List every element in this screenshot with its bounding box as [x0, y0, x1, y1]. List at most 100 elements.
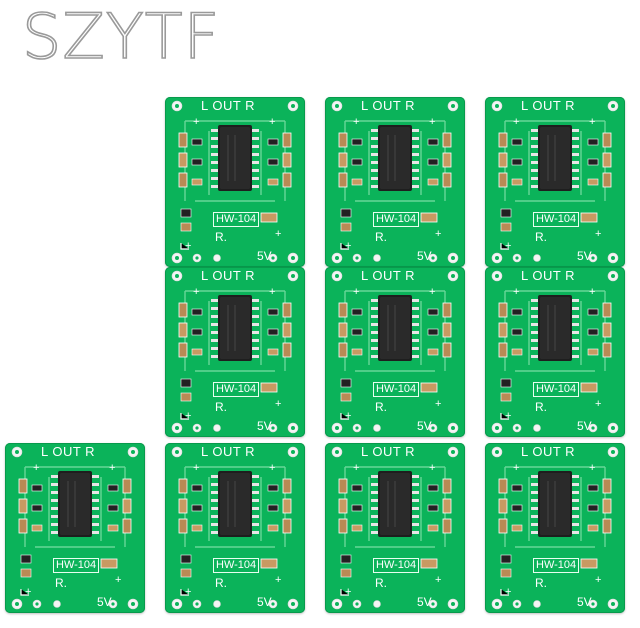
model-label: HW-104 [373, 212, 420, 227]
svg-text:+: + [595, 574, 601, 586]
brand-watermark: SZYTF [21, 0, 221, 73]
svg-text:+: + [193, 286, 199, 298]
board-circuitry: + + + + [171, 446, 299, 610]
output-label: L OUT R [201, 98, 256, 113]
svg-text:+: + [589, 286, 595, 298]
voltage-label: 5V [577, 419, 592, 433]
board-circuitry: + + + + [491, 100, 619, 264]
svg-text:+: + [275, 228, 281, 240]
svg-text:+: + [513, 286, 519, 298]
svg-text:+: + [595, 228, 601, 240]
right-channel-label: R. [375, 230, 387, 244]
amplifier-board-7: + + + + [5, 443, 145, 613]
voltage-label: 5V [97, 595, 112, 609]
svg-text:+: + [435, 398, 441, 410]
board-circuitry: + + + + [171, 270, 299, 434]
output-label: L OUT R [521, 98, 576, 113]
right-channel-label: R. [215, 400, 227, 414]
voltage-label: 5V [417, 595, 432, 609]
output-label: L OUT R [521, 268, 576, 283]
model-label: HW-104 [213, 558, 260, 573]
voltage-label: 5V [257, 419, 272, 433]
model-label: HW-104 [213, 382, 260, 397]
output-label: L OUT R [361, 444, 416, 459]
svg-text:+: + [589, 116, 595, 128]
right-channel-label: R. [55, 576, 67, 590]
svg-text:+: + [185, 586, 191, 598]
svg-text:+: + [513, 116, 519, 128]
svg-text:+: + [109, 462, 115, 474]
voltage-label: 5V [577, 249, 592, 263]
svg-text:+: + [513, 462, 519, 474]
svg-text:+: + [25, 586, 31, 598]
model-label: HW-104 [373, 382, 420, 397]
output-label: L OUT R [521, 444, 576, 459]
svg-text:+: + [185, 240, 191, 252]
board-circuitry: + + + + [491, 270, 619, 434]
svg-text:+: + [505, 586, 511, 598]
board-circuitry: + + + + [331, 270, 459, 434]
svg-text:+: + [269, 116, 275, 128]
output-label: L OUT R [361, 98, 416, 113]
svg-text:+: + [435, 228, 441, 240]
amplifier-board-6: + + + + [485, 267, 625, 437]
right-channel-label: R. [375, 400, 387, 414]
amplifier-board-8: + + + + [165, 443, 305, 613]
svg-text:+: + [269, 462, 275, 474]
board-circuitry: + + + + [491, 446, 619, 610]
model-label: HW-104 [533, 558, 580, 573]
svg-text:+: + [429, 462, 435, 474]
svg-text:+: + [275, 574, 281, 586]
svg-text:+: + [429, 286, 435, 298]
svg-text:+: + [275, 398, 281, 410]
svg-text:+: + [595, 398, 601, 410]
output-label: L OUT R [361, 268, 416, 283]
amplifier-board-2: + + + + [325, 97, 465, 267]
board-circuitry: + + + + [171, 100, 299, 264]
amplifier-board-1: + + + + [165, 97, 305, 267]
voltage-label: 5V [257, 249, 272, 263]
board-circuitry: + + + + [331, 446, 459, 610]
board-circuitry: + + + + [11, 446, 139, 610]
amplifier-board-3: + + + + [485, 97, 625, 267]
amplifier-board-5: + + + + [325, 267, 465, 437]
board-circuitry: + + + + [331, 100, 459, 264]
right-channel-label: R. [535, 576, 547, 590]
svg-text:+: + [505, 240, 511, 252]
right-channel-label: R. [215, 230, 227, 244]
right-channel-label: R. [535, 400, 547, 414]
svg-text:+: + [33, 462, 39, 474]
right-channel-label: R. [535, 230, 547, 244]
voltage-label: 5V [257, 595, 272, 609]
svg-text:+: + [353, 462, 359, 474]
model-label: HW-104 [533, 212, 580, 227]
svg-text:+: + [193, 462, 199, 474]
output-label: L OUT R [201, 268, 256, 283]
model-label: HW-104 [533, 382, 580, 397]
svg-text:+: + [435, 574, 441, 586]
svg-text:+: + [193, 116, 199, 128]
amplifier-board-10: + + + + [485, 443, 625, 613]
svg-text:+: + [185, 410, 191, 422]
svg-text:+: + [269, 286, 275, 298]
svg-text:+: + [429, 116, 435, 128]
model-label: HW-104 [213, 212, 260, 227]
svg-text:+: + [505, 410, 511, 422]
output-label: L OUT R [41, 444, 96, 459]
svg-text:+: + [345, 410, 351, 422]
svg-text:+: + [589, 462, 595, 474]
right-channel-label: R. [375, 576, 387, 590]
model-label: HW-104 [373, 558, 420, 573]
svg-text:+: + [345, 240, 351, 252]
output-label: L OUT R [201, 444, 256, 459]
svg-text:+: + [115, 574, 121, 586]
model-label: HW-104 [53, 558, 100, 573]
svg-text:+: + [345, 586, 351, 598]
svg-text:+: + [353, 116, 359, 128]
voltage-label: 5V [577, 595, 592, 609]
voltage-label: 5V [417, 249, 432, 263]
svg-text:+: + [353, 286, 359, 298]
right-channel-label: R. [215, 576, 227, 590]
amplifier-board-9: + + + + [325, 443, 465, 613]
amplifier-board-4: + + + + [165, 267, 305, 437]
